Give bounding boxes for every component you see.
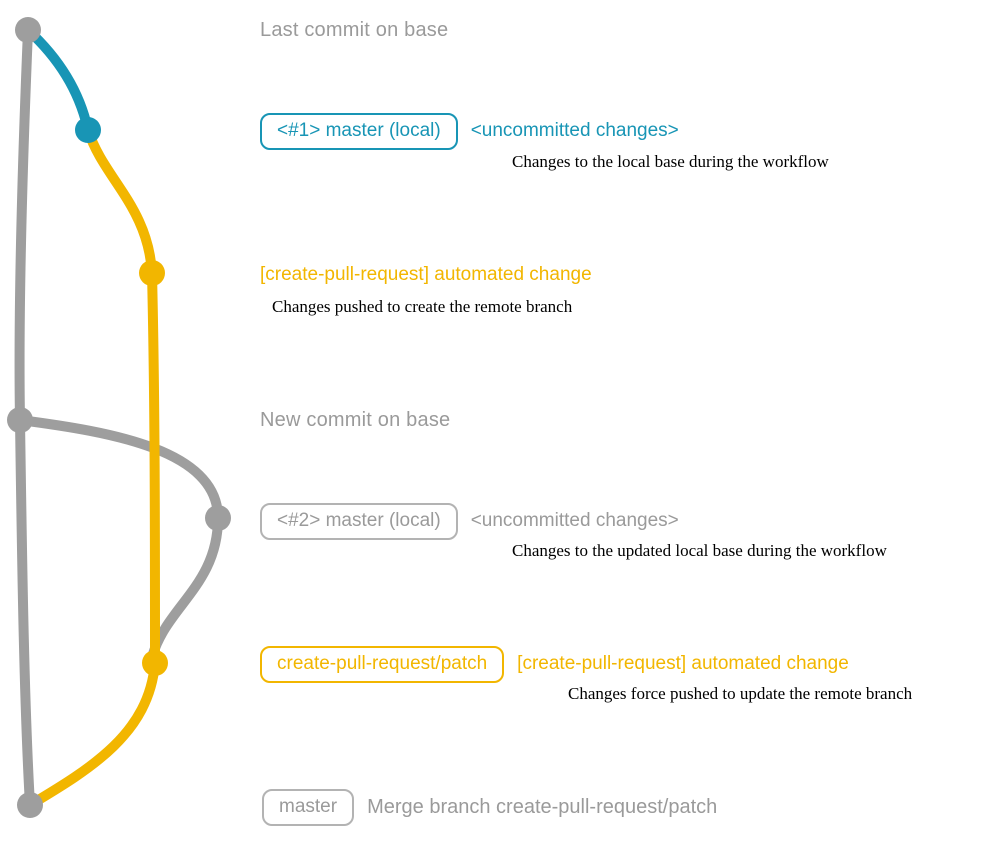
- label-merge-branch: Merge branch create-pull-request/patch: [367, 795, 718, 818]
- branch-line-patch: [25, 125, 161, 810]
- desc-uncommitted-changes-1: Changes to the local base during the wor…: [512, 152, 829, 171]
- branch-line-local-1: [23, 25, 93, 135]
- badge-master-local-1: <#1> master (local): [260, 113, 458, 150]
- row-merge: master Merge branch create-pull-request/…: [262, 789, 717, 826]
- badge-master-local-2: <#2> master (local): [260, 503, 458, 540]
- badge-master: master: [262, 789, 355, 826]
- label-automated-change-2: [create-pull-request] automated change: [517, 653, 849, 675]
- status-uncommitted-changes-1: <uncommitted changes>: [470, 120, 679, 142]
- commit-dot-base-top: [15, 17, 41, 43]
- row-master-local-2: <#2> master (local) <uncommitted changes…: [260, 503, 679, 540]
- commit-dot-patch-1: [139, 260, 165, 286]
- status-uncommitted-changes-2: <uncommitted changes>: [470, 510, 679, 532]
- desc-automated-change-1: Changes pushed to create the remote bran…: [272, 297, 573, 316]
- badge-create-pull-request-patch: create-pull-request/patch: [260, 646, 505, 683]
- row-master-local-1: <#1> master (local) <uncommitted changes…: [260, 113, 679, 150]
- branch-line-local-2: [15, 415, 224, 659]
- desc-uncommitted-changes-2: Changes to the updated local base during…: [512, 541, 887, 560]
- commit-dot-patch-2: [142, 650, 168, 676]
- label-last-commit-on-base: Last commit on base: [260, 19, 449, 41]
- commit-dot-base-new: [7, 407, 33, 433]
- label-new-commit-on-base: New commit on base: [260, 409, 451, 431]
- desc-automated-change-2: Changes force pushed to update the remot…: [568, 684, 913, 703]
- row-patch-branch: create-pull-request/patch [create-pull-r…: [260, 646, 849, 683]
- commit-dot-merge: [17, 792, 43, 818]
- commit-dot-local-1: [75, 117, 101, 143]
- commit-dot-local-2: [205, 505, 231, 531]
- label-automated-change-1: [create-pull-request] automated change: [260, 264, 592, 285]
